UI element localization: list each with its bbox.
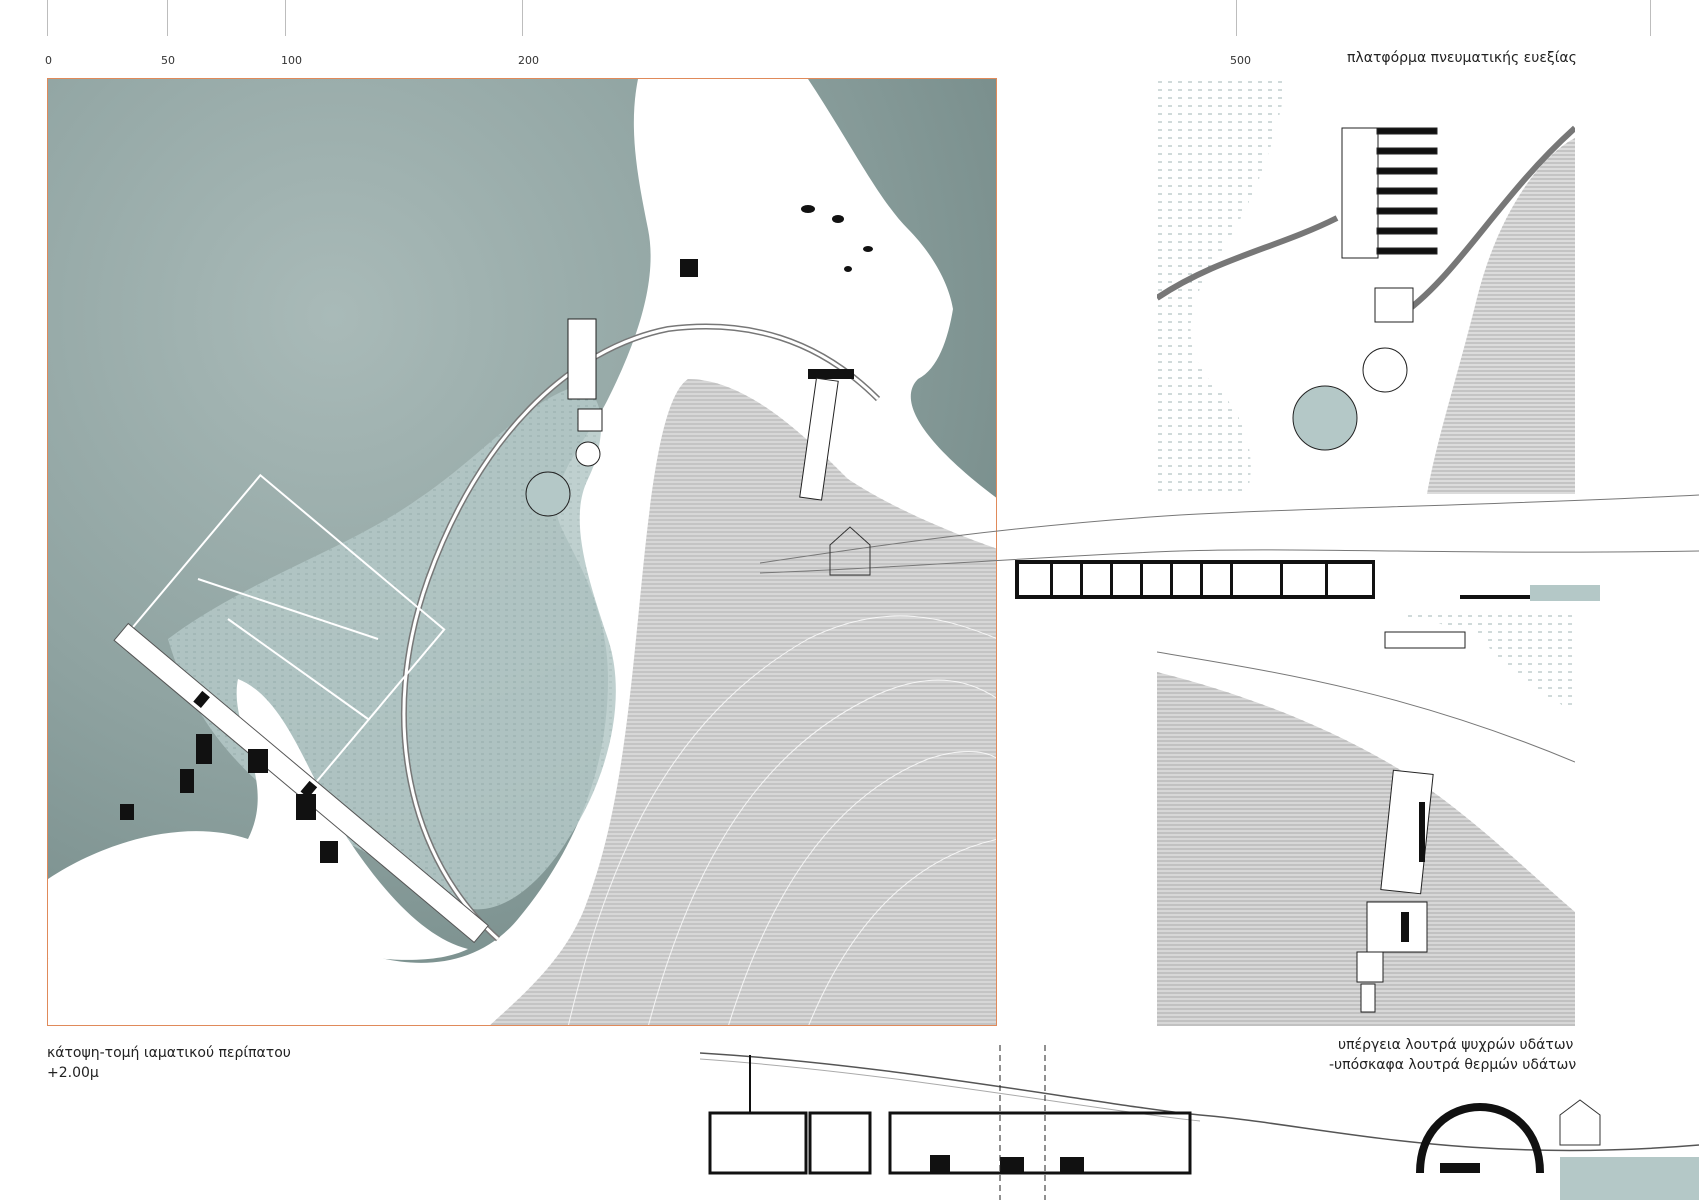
section-rooms	[708, 1055, 1192, 1175]
scale-tick	[1236, 0, 1237, 36]
scale-tick	[285, 0, 286, 36]
plan-section-title: κάτοψη-τομή ιαματικού περίπατου	[47, 1045, 291, 1061]
terrain-line	[760, 494, 1699, 564]
section-terrain	[700, 1052, 1699, 1152]
scale-tick	[47, 0, 48, 36]
wellness-platform-plan	[1157, 78, 1575, 494]
plan-section-elevation: +2.00μ	[47, 1065, 99, 1081]
baths-section	[700, 1045, 1699, 1200]
long-pier	[113, 622, 489, 944]
scale-label-100: 100	[281, 54, 302, 67]
changing-rooms	[1341, 127, 1438, 323]
wellness-platform-title: πλατφόρμα πνευματικής ευεξίας	[1347, 50, 1577, 66]
baths-title-line1: υπέργεια λουτρά ψυχρών υδάτων	[1338, 1037, 1574, 1053]
scale-label-50: 50	[161, 54, 175, 67]
long-section	[760, 455, 1699, 615]
islets	[801, 205, 873, 272]
cold-baths-block	[1356, 631, 1466, 1013]
scale-tick	[522, 0, 523, 36]
scale-label-0: 0	[45, 54, 52, 67]
walkway-right	[1395, 125, 1575, 321]
pool-lagoon	[1292, 385, 1358, 451]
water-section	[1560, 1157, 1699, 1200]
chapel	[829, 526, 871, 576]
hillside-hatch	[490, 379, 996, 1025]
site-plan	[47, 78, 997, 1026]
scale-label-200: 200	[518, 54, 539, 67]
spa-complex	[525, 318, 839, 517]
hatched-land	[1157, 672, 1575, 1026]
contours	[567, 615, 996, 1025]
scale-tick	[1650, 0, 1651, 36]
baths-plan	[1157, 612, 1575, 1026]
pool-round	[1362, 347, 1408, 393]
hill-right	[1427, 138, 1575, 494]
scale-label-500: 500	[1230, 54, 1251, 67]
buildings	[120, 259, 854, 863]
chapel-small	[1559, 1099, 1601, 1146]
baths-title-line2: -υπόσκαφα λουτρά θερμών υδάτων	[1329, 1057, 1577, 1073]
hot-bath-arch	[1416, 1103, 1544, 1174]
scale-tick	[167, 0, 168, 36]
left-spit	[48, 679, 468, 960]
road-line	[1157, 651, 1575, 763]
water-left	[1157, 78, 1287, 494]
walkway	[1157, 215, 1339, 301]
section-building	[1015, 560, 1600, 601]
water-top	[1387, 612, 1575, 712]
